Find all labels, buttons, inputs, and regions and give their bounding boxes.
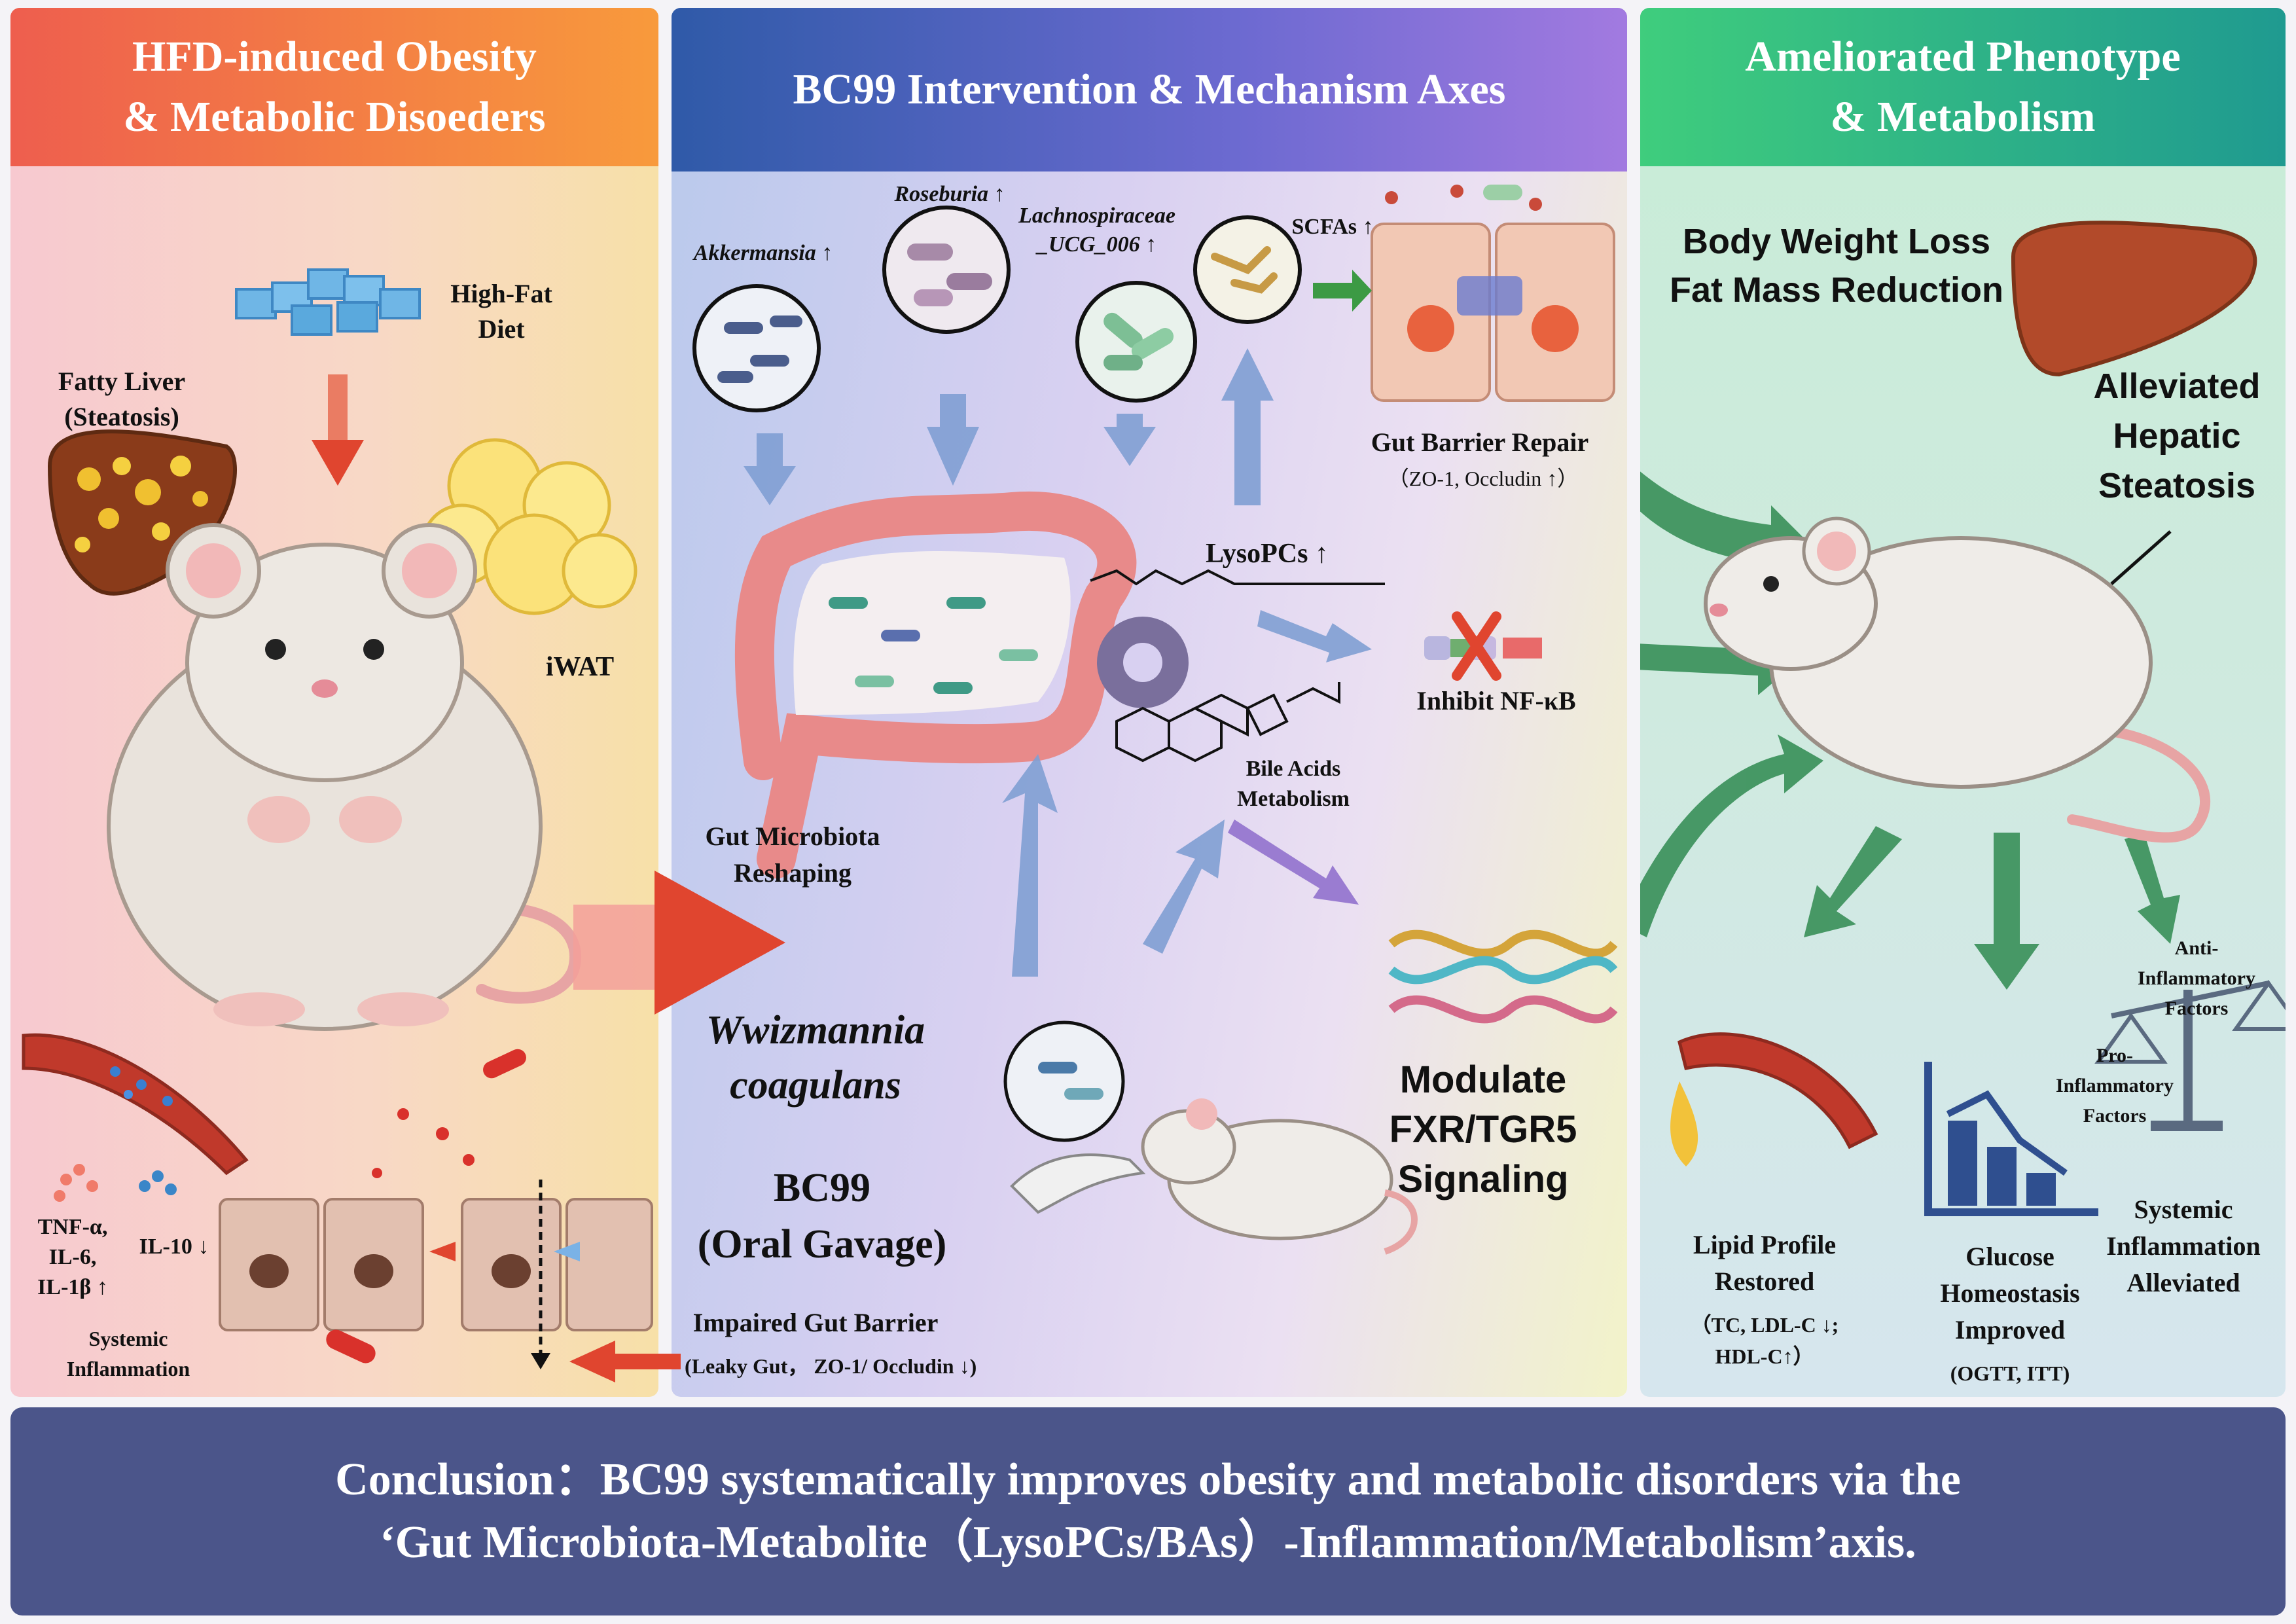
panel-left-title-line1: HFD-induced Obesity bbox=[132, 33, 537, 81]
diet-to-mouse-arrow bbox=[312, 374, 364, 486]
body-weight-loss-label: Body Weight Loss bbox=[1682, 222, 1991, 261]
modulate-fxr-tgr5-label: Modulate FXR/TGR5 Signaling bbox=[1389, 1058, 1577, 1200]
balance-scale-icon bbox=[2094, 979, 2286, 1131]
lachnospiraceae-label: Lachnospiraceae _UCG_006 ↑ bbox=[1018, 204, 1175, 257]
lipid-vessel-icon bbox=[1670, 1032, 1878, 1166]
lipid-profile-label: Lipid Profile Restored bbox=[1693, 1230, 1837, 1296]
healthy-liver-icon bbox=[2011, 221, 2257, 377]
panel-middle-title: BC99 Intervention & Mechanism Axes bbox=[793, 65, 1506, 113]
conclusion-banner: Conclusion：BC99 systematically improves … bbox=[10, 1407, 2286, 1615]
gut-microbiota-reshaping-label: Gut Microbiota Reshaping bbox=[705, 821, 880, 888]
blue-arrows bbox=[744, 348, 1372, 977]
arrow-to-glucose bbox=[1974, 833, 2039, 990]
gut-barrier-repair-detail: （ZO-1, Occludin ↑） bbox=[1388, 467, 1579, 490]
leaky-gut-cells-icon bbox=[219, 1049, 653, 1369]
lysopc-structure-icon bbox=[1090, 569, 1385, 586]
arrow-to-bile-acids bbox=[1143, 820, 1225, 954]
inhibit-nfkb-label: Inhibit NF-κB bbox=[1416, 686, 1576, 715]
bile-acid-structure-icon bbox=[1115, 682, 1340, 763]
high-fat-diet-icon bbox=[235, 268, 421, 336]
repaired-gut-barrier-icon bbox=[1371, 185, 1615, 402]
gut-microbiota-colon-icon bbox=[734, 491, 1189, 878]
lysopcs-label: LysoPCs ↑ bbox=[1206, 539, 1329, 569]
panel-ameliorated-phenotype: Ameliorated Phenotype & Metabolism bbox=[1640, 8, 2286, 1397]
high-fat-diet-label: High-Fat Diet bbox=[450, 279, 552, 344]
scfas-label: SCFAs ↑ bbox=[1291, 215, 1374, 239]
pro-inflammatory-factors-label: Pro- Inflammatory Factors bbox=[2056, 1045, 2174, 1127]
arrow-to-microbiota bbox=[1002, 754, 1058, 977]
arrow-to-lipid bbox=[1804, 826, 1902, 937]
species-name-label: Wwizmannia coagulans bbox=[706, 1008, 925, 1108]
arrow-to-inflammation bbox=[2125, 833, 2180, 944]
panel-right-title-line2: & Metabolism bbox=[1830, 93, 2096, 141]
left-to-middle-arrow bbox=[573, 905, 658, 990]
panel-right-header: Ameliorated Phenotype & Metabolism bbox=[1640, 8, 2286, 166]
impaired-barrier-arrow bbox=[569, 1341, 681, 1382]
arrow-to-nfkb bbox=[1257, 610, 1372, 662]
panel-bc99-intervention: BC99 Intervention & Mechanism Axes bbox=[672, 8, 1627, 1397]
conclusion-line2: ‘Gut Microbiota-Metabolite（LysoPCs/BAs）-… bbox=[380, 1517, 1916, 1568]
akkermansia-label: Akkermansia ↑ bbox=[693, 241, 833, 265]
panel-left-header: HFD-induced Obesity & Metabolic Disoeder… bbox=[10, 8, 658, 166]
glucose-chart-icon bbox=[1924, 1062, 2098, 1216]
alleviated-hepatic-steatosis-label: Alleviated Hepatic Steatosis bbox=[2093, 367, 2261, 505]
akkermansia-bacteria-icon bbox=[692, 284, 821, 412]
systemic-inflammation-alleviated-label: Systemic Inflammation Alleviated bbox=[2106, 1195, 2261, 1297]
fxr-tgr5-dna-icon bbox=[1388, 929, 1618, 1024]
left-panel-artwork bbox=[22, 268, 658, 1369]
impaired-gut-barrier-label: Impaired Gut Barrier bbox=[692, 1308, 939, 1337]
cytokine-dots-icon bbox=[54, 1164, 177, 1202]
scfas-icon bbox=[1193, 215, 1302, 324]
panel-middle-header: BC99 Intervention & Mechanism Axes bbox=[672, 8, 1627, 171]
bile-acids-label: Bile Acids Metabolism bbox=[1237, 757, 1350, 811]
arrow-fxr-to-mouse bbox=[1640, 734, 1823, 937]
healthy-mouse-icon bbox=[1704, 516, 2210, 843]
nfkb-receptor-icon bbox=[1424, 611, 1542, 681]
panel-hfd-obesity: HFD-induced Obesity & Metabolic Disoeder… bbox=[10, 8, 658, 1397]
panel-left-title-line2: & Metabolic Disoeders bbox=[123, 93, 546, 141]
conclusion-line1: Conclusion：BC99 systematically improves … bbox=[335, 1454, 1961, 1505]
iwat-label: iWAT bbox=[545, 652, 615, 682]
bc99-gavage-label: BC99 (Oral Gavage) bbox=[697, 1166, 947, 1267]
anti-inflammatory-factors-label: Anti- Inflammatory Factors bbox=[2138, 937, 2255, 1019]
panel-right-title-line1: Ameliorated Phenotype bbox=[1745, 33, 2181, 81]
systemic-inflammation-label: Systemic Inflammation bbox=[66, 1327, 190, 1380]
glucose-homeostasis-detail: (OGTT, ITT) bbox=[1950, 1362, 2070, 1385]
gut-barrier-repair-label: Gut Barrier Repair bbox=[1371, 427, 1589, 457]
bile-fxr-arrow bbox=[1228, 820, 1359, 905]
arrow-to-scfas bbox=[1221, 348, 1274, 505]
arrow-to-roseburia bbox=[927, 394, 979, 486]
fatty-liver-label: Fatty Liver (Steatosis) bbox=[58, 367, 186, 431]
il10-label: IL-10 ↓ bbox=[139, 1235, 209, 1259]
body-weight-fat-label: Body Weight Loss Fat Mass Reduction bbox=[1653, 217, 2020, 314]
fat-mass-reduction-label: Fat Mass Reduction bbox=[1669, 270, 2004, 310]
lachnospiraceae-bacteria-icon bbox=[1075, 281, 1197, 403]
blood-vessel-icon bbox=[22, 1033, 249, 1176]
arrow-to-lachno bbox=[1103, 414, 1156, 466]
hfd-to-bc99-arrowhead bbox=[655, 871, 785, 1015]
scfa-to-barrier-arrow bbox=[1313, 270, 1372, 312]
gavage-mouse-icon bbox=[1003, 1020, 1418, 1255]
right-panel-artwork bbox=[1640, 221, 2286, 1216]
roseburia-bacteria-icon bbox=[882, 206, 1011, 334]
lipid-profile-detail: （TC, LDL-C ↓; HDL-C↑） bbox=[1690, 1313, 1839, 1368]
glucose-homeostasis-label: Glucose Homeostasis Improved bbox=[1940, 1242, 2080, 1344]
impaired-gut-barrier-detail: (Leaky Gut， ZO-1/ Occludin ↓) bbox=[685, 1354, 977, 1378]
cytokines-label: TNF-α, IL-6, IL-1β ↑ bbox=[37, 1215, 108, 1299]
middle-panel-artwork bbox=[692, 185, 1618, 1255]
roseburia-label: Roseburia ↑ bbox=[894, 182, 1005, 206]
arrow-to-akkermansia bbox=[744, 433, 796, 505]
